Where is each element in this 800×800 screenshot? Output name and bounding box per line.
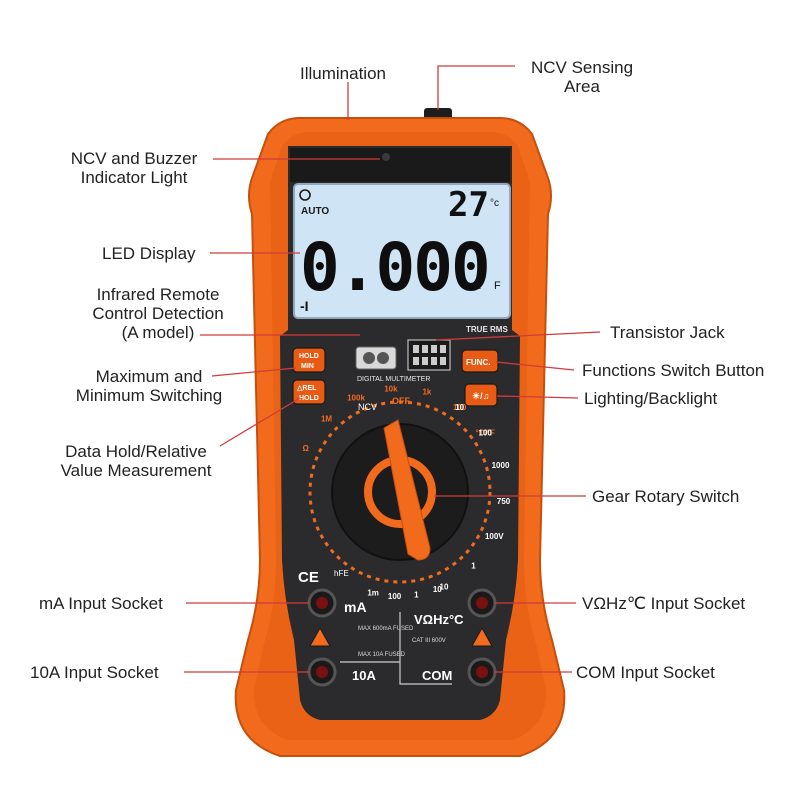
com-socket-hole xyxy=(476,666,488,678)
transistor-pins xyxy=(413,345,446,365)
socket-10a-label: 10A xyxy=(352,668,376,683)
warning-icon-right xyxy=(471,626,493,647)
label-led-display: LED Display xyxy=(102,244,196,263)
power-icon xyxy=(299,189,311,201)
vohz-socket-hole xyxy=(476,597,488,609)
label-vohz-socket: VΩHz℃ Input Socket xyxy=(582,594,746,613)
lcd-unit-n: n xyxy=(475,280,481,292)
lcd-unit-f: F xyxy=(494,280,501,292)
warning-icon-left xyxy=(309,626,331,647)
model-label: DIGITAL MULTIMETER xyxy=(357,376,430,383)
rel-hold-button[interactable] xyxy=(292,379,326,405)
dial-label-dial-left-5: 100 xyxy=(453,403,467,412)
brand-label: TRUE RMS xyxy=(466,325,508,334)
ir-lens-right xyxy=(377,352,389,364)
lcd-temperature-unit: °c xyxy=(490,198,499,209)
dial-label-dial-left-6: °C/°F xyxy=(476,428,495,437)
light-button[interactable] xyxy=(464,383,498,407)
label-lighting: Lighting/Backlight xyxy=(584,389,718,408)
ir-lens-left xyxy=(363,352,375,364)
dial-label-dial-left-4: 1k xyxy=(422,388,431,397)
ce-mark: CE xyxy=(298,569,319,586)
dial-hfe-label: hFE xyxy=(334,569,349,578)
label-gear-switch: Gear Rotary Switch xyxy=(592,487,740,506)
dial-label-dial-right-0: 10 xyxy=(455,403,464,412)
cat-label: CAT III 600V xyxy=(412,638,446,644)
dial-bottom-labels: 1m 100 1 10 xyxy=(367,585,442,601)
lcd-negative-sign: -I xyxy=(300,298,309,314)
hold-min-button-top: HOLD xyxy=(299,353,319,360)
dial-label-dial-bottom-0: 1m xyxy=(367,589,379,598)
dial-label-dial-right-1: 100 xyxy=(479,428,493,437)
socket-ma-label: mA xyxy=(344,599,367,615)
func-button[interactable] xyxy=(461,349,499,373)
label-com-socket: COM Input Socket xyxy=(576,663,715,682)
top-band xyxy=(290,148,510,182)
label-functions-switch: Functions Switch Button xyxy=(582,361,765,380)
10a-socket-hole xyxy=(316,666,328,678)
callout-lines xyxy=(184,65,601,673)
dial-label-dial-right-2: 1000 xyxy=(492,461,510,470)
label-illumination: Illumination xyxy=(300,64,386,83)
ma-socket-hole xyxy=(316,597,328,609)
light-button-label: ☀/♫ xyxy=(472,391,489,401)
socket-vohz-label: VΩHz°C xyxy=(414,612,464,627)
hold-min-button[interactable] xyxy=(292,347,326,373)
infrared-sensor xyxy=(355,346,397,370)
fuse-label-2: MAX 10A FUSED xyxy=(358,652,406,658)
lcd-temperature: 27 xyxy=(448,185,489,225)
dial-label-dial-right-5: 1 xyxy=(471,562,476,571)
dial-label-dial-bottom-1: 100 xyxy=(388,592,402,601)
label-ma-socket: mA Input Socket xyxy=(39,594,163,613)
fuse-label-1: MAX 600mA FUSED xyxy=(358,626,414,632)
dial-label-dial-bottom-3: 10 xyxy=(433,585,442,594)
dial-label-dial-right-4: 100V xyxy=(485,532,504,541)
dial-label-dial-left-1: 1M xyxy=(321,415,332,424)
dial-label-dial-left-3: 10k xyxy=(384,384,398,393)
label-10a-socket: 10A Input Socket xyxy=(30,663,159,682)
dial-label-dial-left-2: 100k xyxy=(347,394,365,403)
label-transistor-jack: Transistor Jack xyxy=(610,323,725,342)
dial-scale-ring xyxy=(308,400,492,584)
transistor-jack xyxy=(407,339,451,371)
lcd-screen xyxy=(293,183,511,319)
dial-label-dial-right-3: 750 xyxy=(497,497,511,506)
rel-button-top: △REL xyxy=(296,385,317,392)
socket-com-label: COM xyxy=(422,668,452,683)
dial-label-dial-bottom-2: 1 xyxy=(414,591,419,600)
rotary-pointer xyxy=(383,419,431,561)
dial-off-label: OFF xyxy=(392,396,410,406)
dial-label-dial-right-6: 10 xyxy=(440,582,449,591)
dial-ncv-label: NCV xyxy=(358,402,377,412)
func-button-label: FUNC. xyxy=(466,358,490,367)
rel-button-bottom: HOLD xyxy=(299,395,319,402)
face-wiring xyxy=(340,612,452,685)
hold-min-button-bottom: MIN xyxy=(301,363,314,370)
ncv-indicator-light xyxy=(382,153,390,161)
lcd-auto: AUTO xyxy=(301,206,329,217)
lcd-main-reading: 0.000 xyxy=(300,229,489,306)
dial-label-dial-left-0: Ω xyxy=(302,444,309,453)
